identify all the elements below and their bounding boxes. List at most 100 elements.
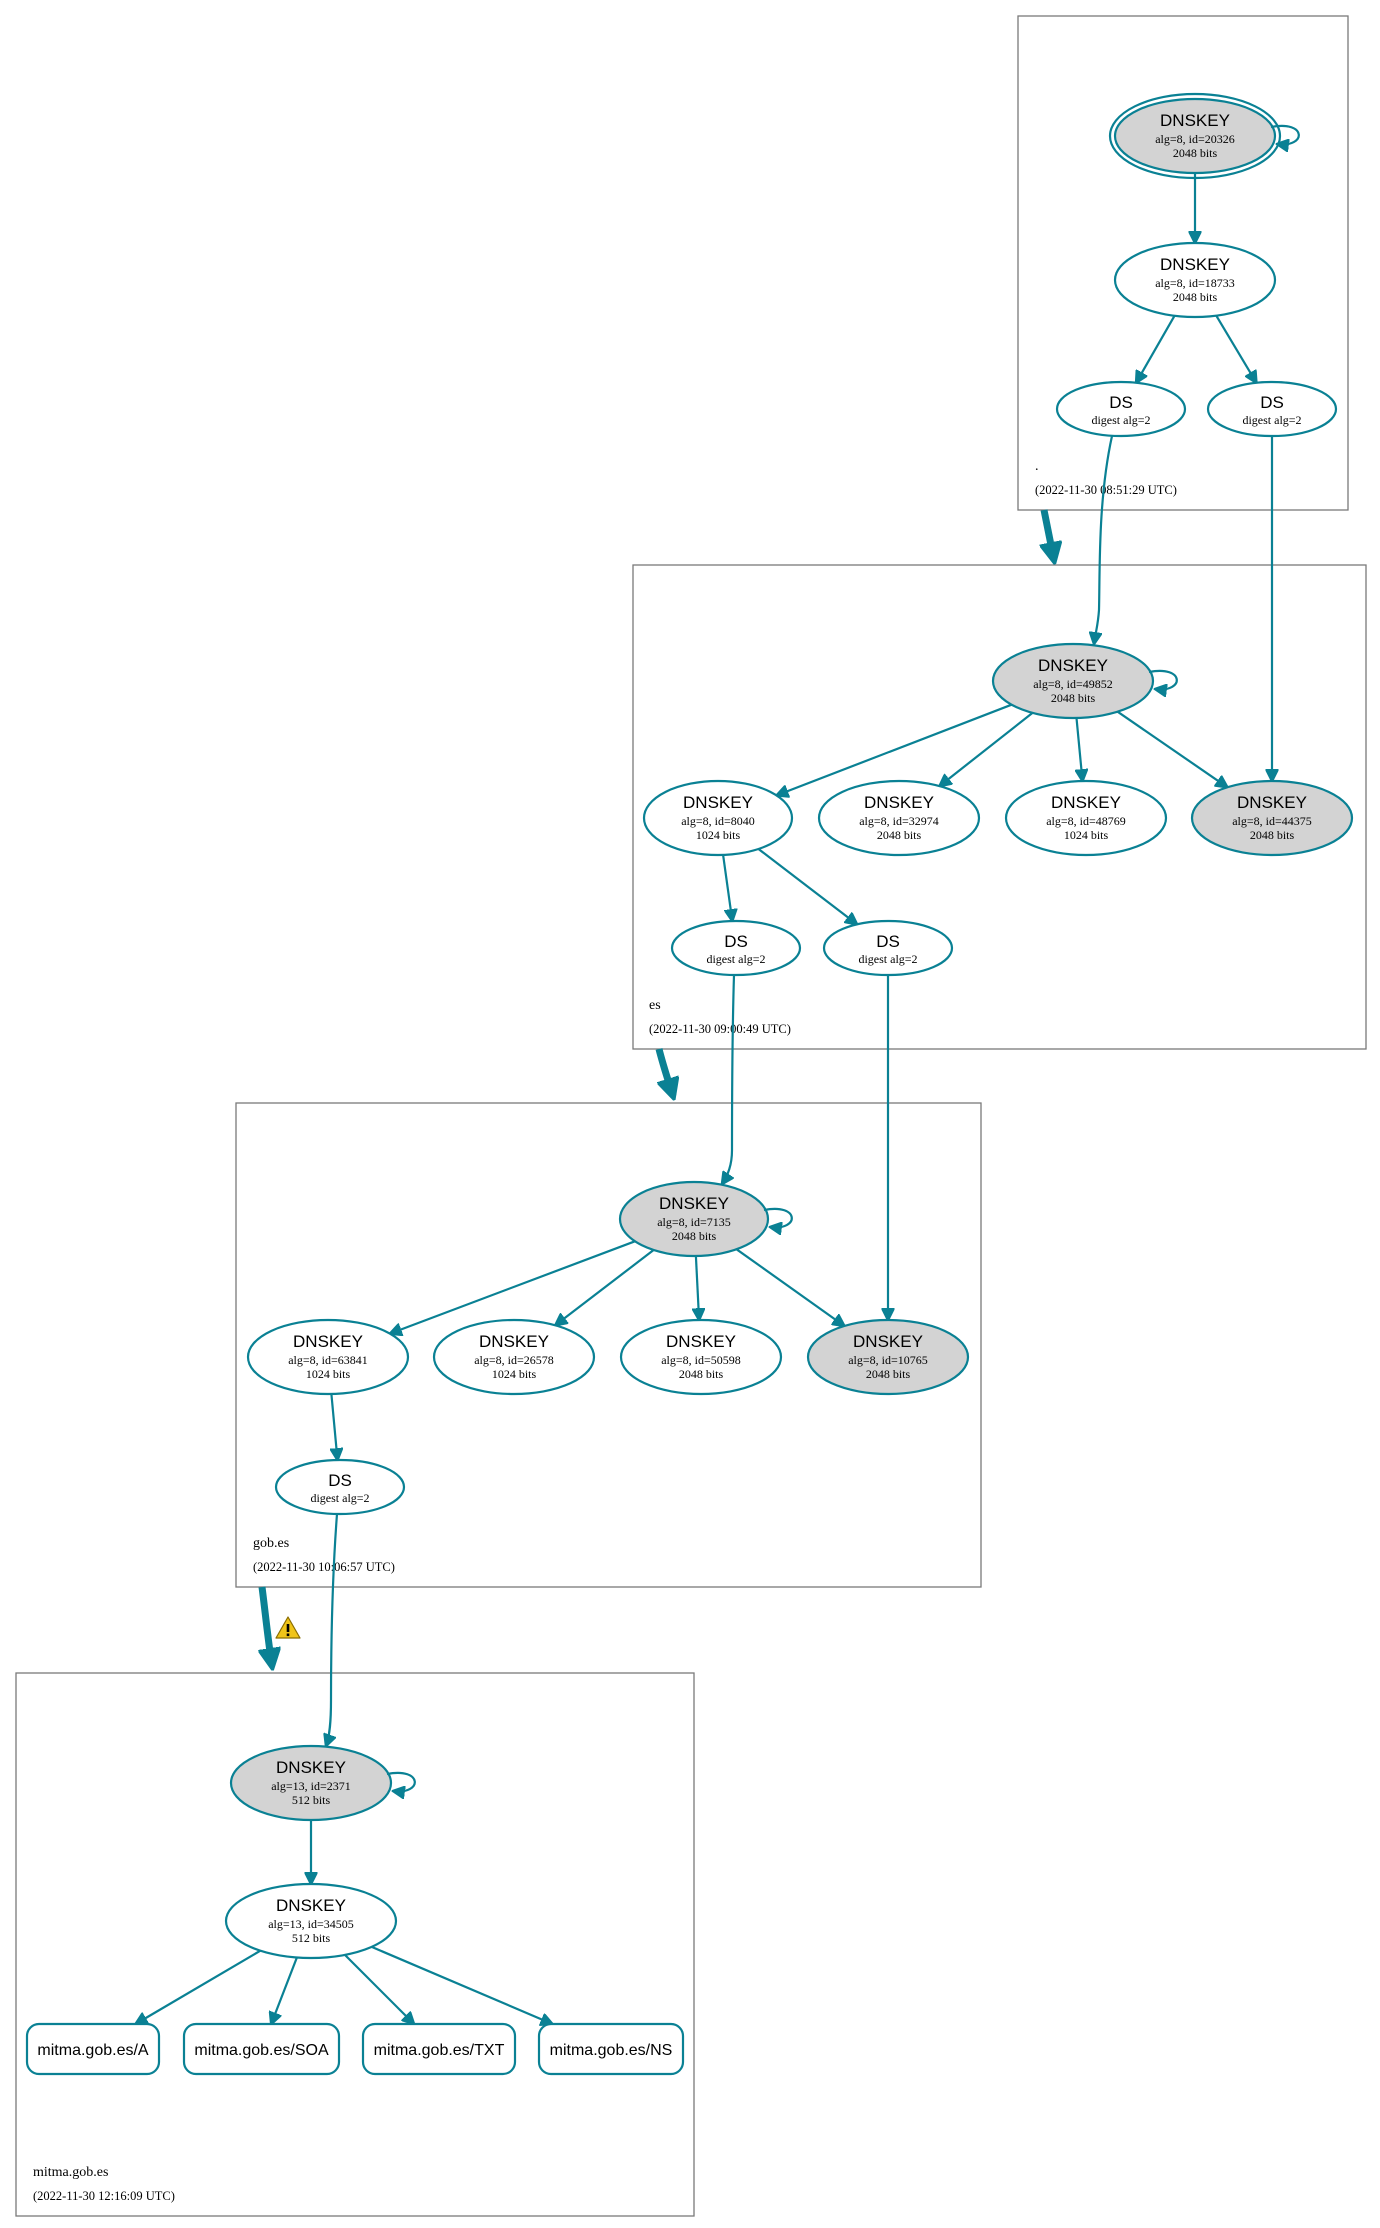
dnskey-ellipse — [432, 1318, 596, 1396]
rrset-node-m_a[interactable]: mitma.gob.es/A — [25, 2022, 161, 2076]
warning-bar — [286, 1624, 290, 1632]
node-key-size: 2048 bits — [866, 1367, 911, 1381]
edge-r_zsk-r_ds2 — [1215, 315, 1256, 383]
rrset-box — [25, 2022, 161, 2076]
node-title: DNSKEY — [276, 1896, 346, 1915]
node-key-size: 1024 bits — [1064, 828, 1109, 842]
node-key-size: 2048 bits — [672, 1229, 717, 1243]
node-key-info: alg=8, id=18733 — [1155, 276, 1235, 290]
node-key-size: 2048 bits — [1173, 146, 1218, 160]
ds-ellipse — [1055, 380, 1187, 438]
dnskey-ellipse — [618, 1180, 770, 1258]
edge-g_ksk-g_k3 — [696, 1255, 699, 1320]
ds-ellipse — [1206, 380, 1338, 438]
node-key-info: alg=8, id=26578 — [474, 1353, 554, 1367]
node-key-info: alg=8, id=10765 — [848, 1353, 928, 1367]
dnskey-ellipse — [229, 1744, 393, 1822]
rrset-box — [182, 2022, 341, 2076]
node-title: DNSKEY — [1051, 793, 1121, 812]
node-title: DS — [1260, 393, 1284, 412]
node-digest: digest alg=2 — [858, 952, 917, 966]
node-title: DNSKEY — [293, 1332, 363, 1351]
zone-label: es — [649, 998, 661, 1013]
node-title: DNSKEY — [1237, 793, 1307, 812]
node-key-info: alg=13, id=34505 — [268, 1917, 354, 1931]
ds-ellipse — [822, 919, 954, 977]
node-title: DS — [328, 1471, 352, 1490]
zone-timestamp: (2022-11-30 10:06:57 UTC) — [253, 1560, 395, 1574]
zone-timestamp: (2022-11-30 09:00:49 UTC) — [649, 1022, 791, 1036]
node-key-size: 1024 bits — [306, 1367, 351, 1381]
node-title: DNSKEY — [1160, 111, 1230, 130]
node-title: DS — [724, 932, 748, 951]
node-key-info: alg=8, id=32974 — [859, 814, 939, 828]
node-title: DNSKEY — [853, 1332, 923, 1351]
node-key-info: alg=8, id=63841 — [288, 1353, 368, 1367]
dnskey-ellipse — [1113, 241, 1277, 319]
edge-es_k1-es_ds2 — [757, 848, 858, 924]
zone-timestamp: (2022-11-30 08:51:29 UTC) — [1035, 483, 1177, 497]
edge-es_ksk-es_k3 — [1077, 717, 1083, 781]
edge-es_k1-es_ds1 — [722, 854, 732, 921]
edge-g_ksk-g_k1 — [390, 1240, 636, 1333]
rrset-node-m_ns[interactable]: mitma.gob.es/NS — [537, 2022, 685, 2076]
dnskey-ellipse — [619, 1318, 783, 1396]
warning-triangle-icon[interactable] — [275, 1616, 301, 1639]
delegation-arrow-es-gob — [655, 1048, 673, 1096]
edge-g_ksk-g_k4 — [735, 1248, 845, 1326]
ds-ellipse — [274, 1458, 406, 1516]
node-title: DS — [1109, 393, 1133, 412]
zone-label: . — [1035, 459, 1039, 474]
warning-dot — [286, 1633, 290, 1637]
node-title: DNSKEY — [666, 1332, 736, 1351]
node-key-info: alg=13, id=2371 — [271, 1779, 351, 1793]
self-signature-loop — [386, 1771, 416, 1792]
zone-label: mitma.gob.es — [33, 2165, 108, 2180]
node-key-size: 1024 bits — [696, 828, 741, 842]
node-key-info: alg=8, id=49852 — [1033, 677, 1113, 691]
edge-es_ksk-es_k1 — [777, 703, 1012, 796]
rrset-node-m_txt[interactable]: mitma.gob.es/TXT — [361, 2022, 517, 2076]
dnskey-ellipse — [1004, 779, 1168, 857]
node-title: DS — [876, 932, 900, 951]
dnskey-ellipse — [806, 1318, 970, 1396]
node-title: DNSKEY — [683, 793, 753, 812]
node-key-size: 512 bits — [292, 1931, 331, 1945]
node-key-info: alg=8, id=20326 — [1155, 132, 1235, 146]
rrset-label: mitma.gob.es/TXT — [374, 2042, 505, 2059]
edge-m_zsk-m_a — [136, 1949, 261, 2024]
node-key-info: alg=8, id=50598 — [661, 1353, 741, 1367]
rrset-box — [537, 2022, 685, 2076]
edge-g_k1-g_ds — [331, 1393, 337, 1460]
rrset-node-m_soa[interactable]: mitma.gob.es/SOA — [182, 2022, 341, 2076]
dnskey-ellipse — [1190, 779, 1354, 857]
dnskey-ellipse — [817, 779, 981, 857]
edge-m_zsk-m_txt — [344, 1954, 414, 2024]
rrset-label: mitma.gob.es/NS — [550, 2042, 673, 2059]
node-key-info: alg=8, id=8040 — [681, 814, 755, 828]
self-signature-loop — [763, 1207, 793, 1228]
trust-anchor-ring — [1108, 92, 1282, 180]
edge-m_zsk-m_ns — [371, 1945, 553, 2024]
dnskey-ellipse — [991, 642, 1155, 720]
node-key-size: 2048 bits — [1051, 691, 1096, 705]
